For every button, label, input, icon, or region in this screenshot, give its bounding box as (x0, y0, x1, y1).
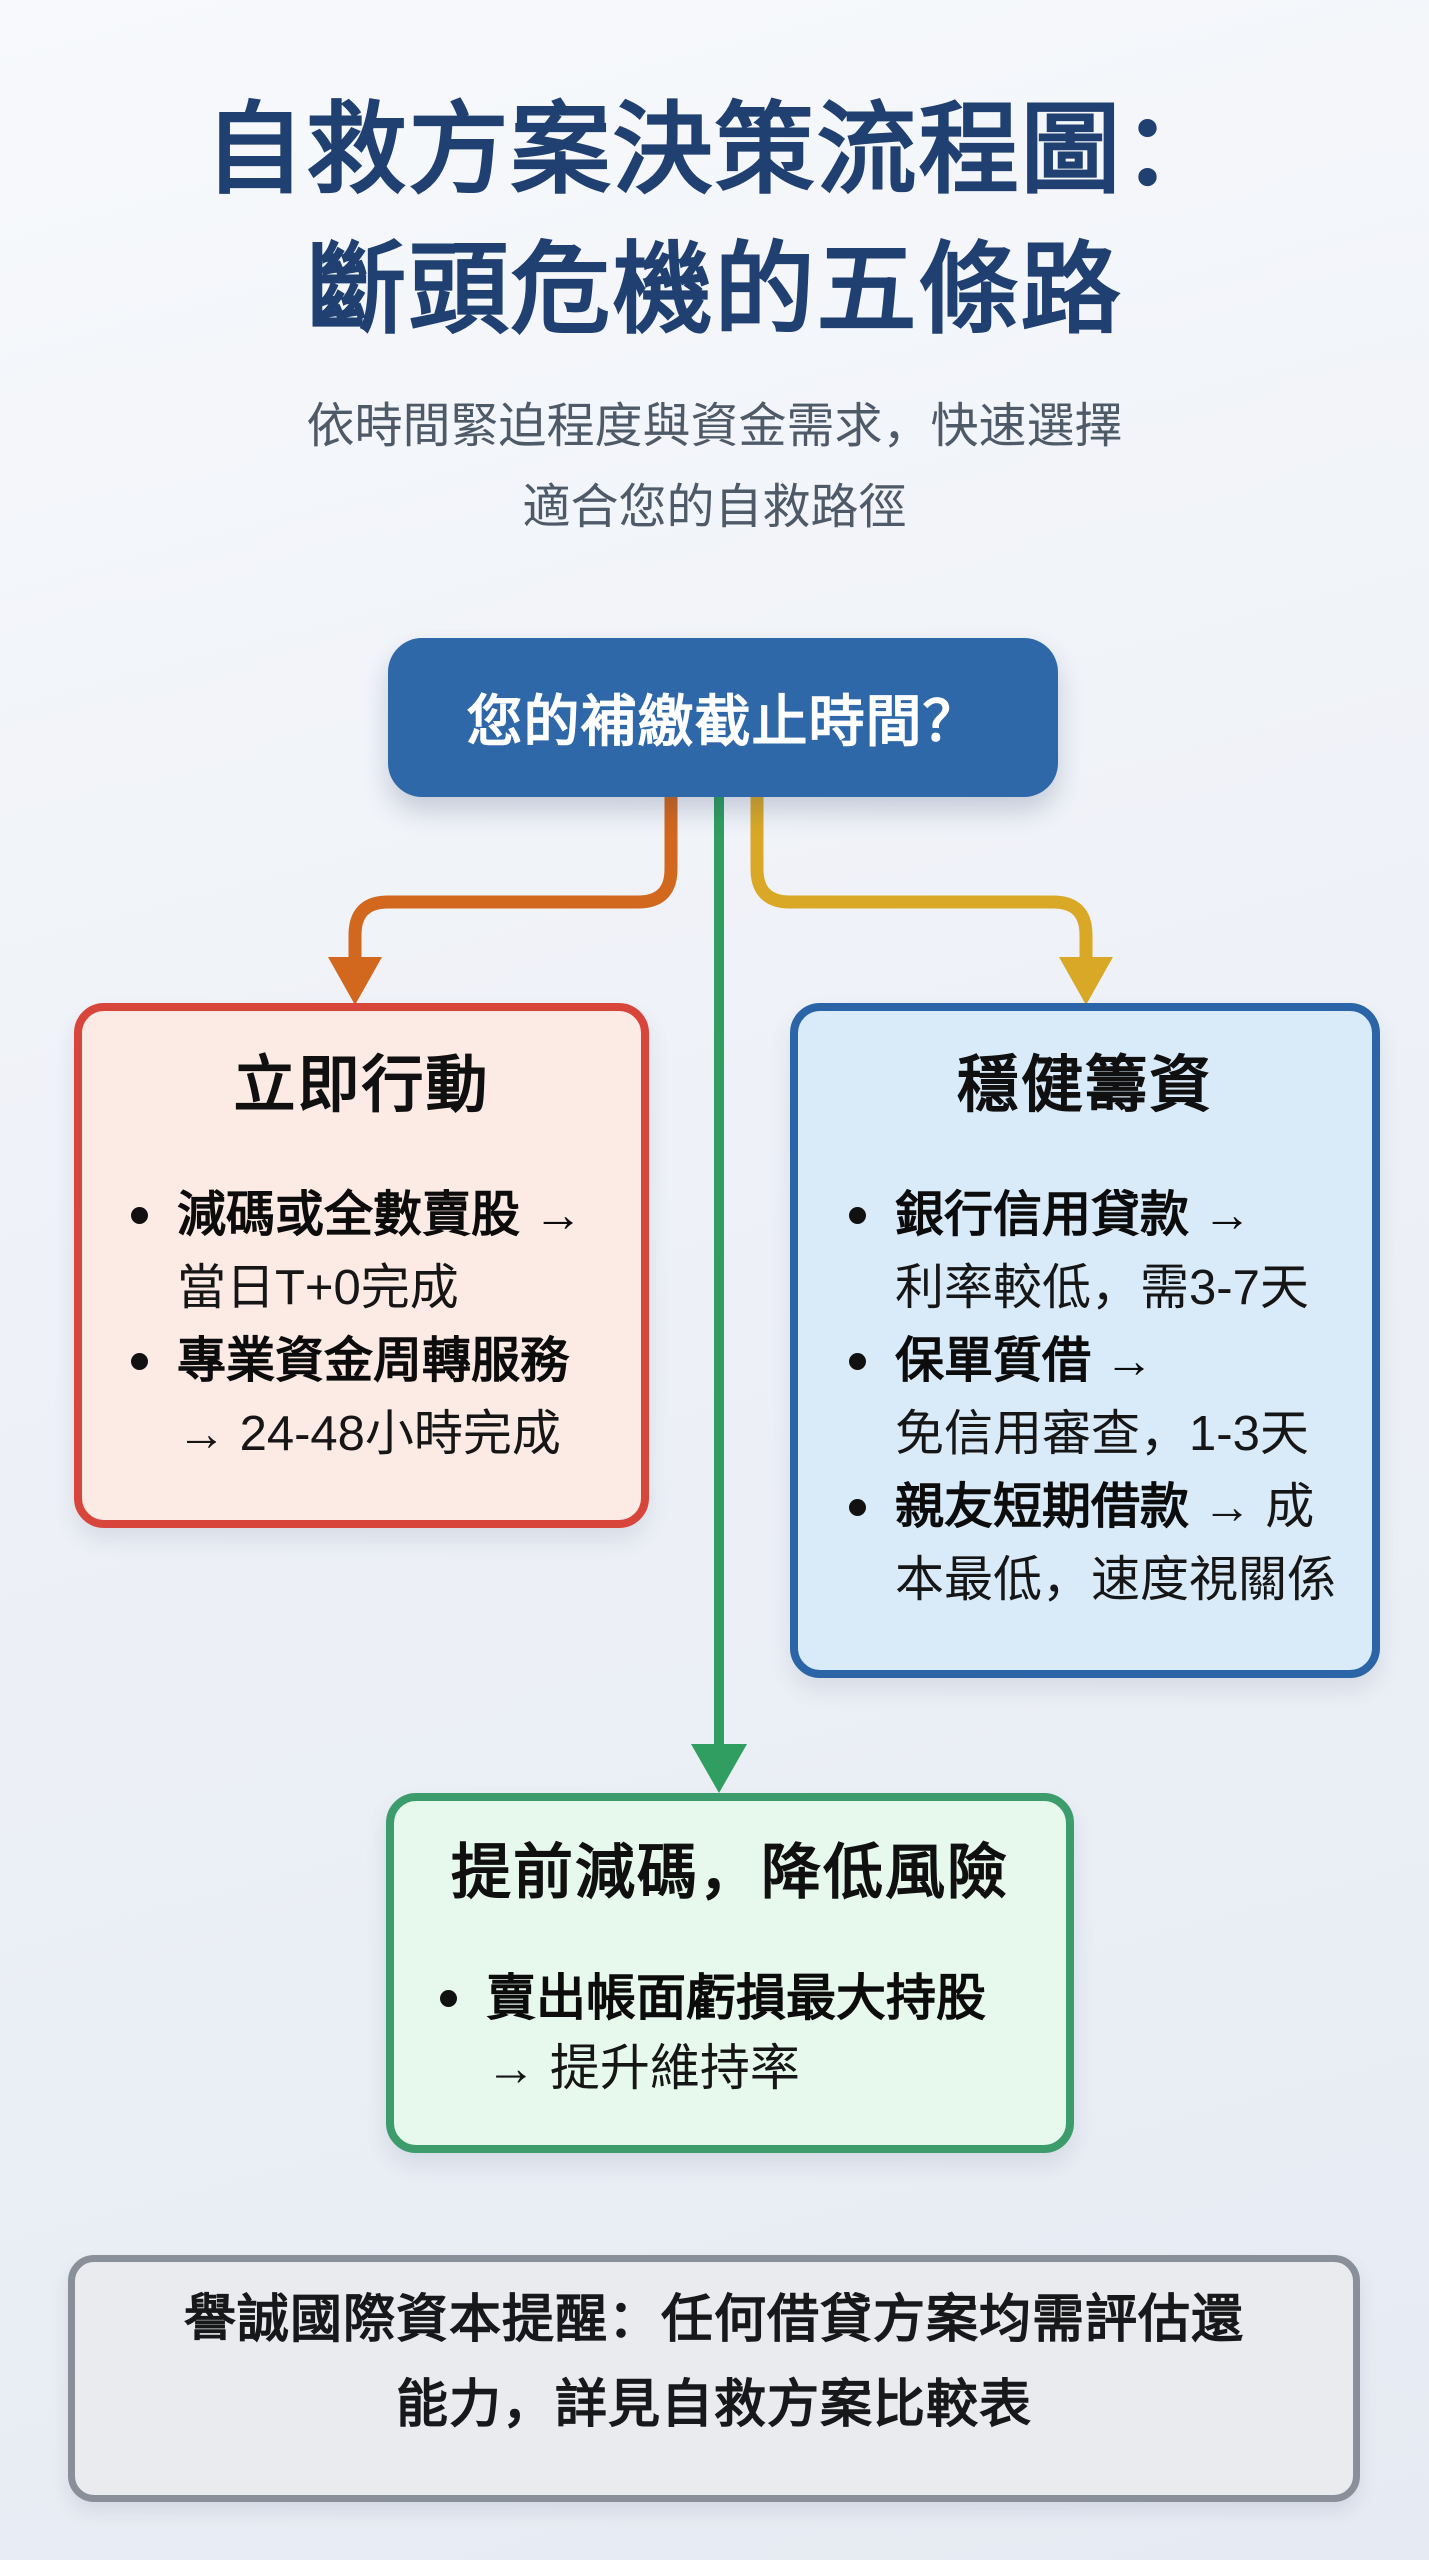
footer-line2: 能力，詳見自救方案比較表 (395, 2376, 1032, 2434)
page-subtitle-line2: 適合您的自救路徑 (522, 481, 907, 534)
list-item: 減碼或全數賣股 → 當日T+0完成 (131, 1179, 615, 1325)
branch-reduce-bullet-list: 賣出帳面虧損最大持股 → 提升維持率 (440, 1963, 1040, 2103)
bullet-lead: 銀行信用貸款 → (895, 1188, 1252, 1242)
connector-right-arrowhead-icon (1059, 957, 1113, 1005)
bullet-dot-icon (440, 1990, 457, 2007)
bullet-lead: 專業資金周轉服務 (177, 1334, 570, 1388)
branch-immediate-title: 立即行動 (233, 1051, 490, 1120)
list-item: 專業資金周轉服務 → 24-48小時完成 (131, 1325, 615, 1471)
decision-question: 您的補繳截止時間？ (466, 690, 980, 753)
bullet-continuation: 利率較低，需3-7天 (895, 1261, 1309, 1315)
footer-line1: 譽誠國際資本提醒：任何借貸方案均需評估還 (183, 2291, 1244, 2349)
connector-left-line (348, 790, 678, 957)
footer-disclaimer: 譽誠國際資本提醒：任何借貸方案均需評估還 能力，詳見自救方案比較表 (68, 2255, 1360, 2502)
bullet-dot-icon (131, 1353, 148, 1370)
connector-right-line (750, 790, 1093, 957)
list-item: 銀行信用貸款 → 利率較低，需3-7天 (849, 1179, 1346, 1325)
list-item: 親友短期借款 → 成 本最低，速度視關係 (849, 1471, 1346, 1617)
branch-steady-funding: 穩健籌資 銀行信用貸款 → 利率較低，需3-7天 保單質借 → 免信用審查，1-… (790, 1003, 1380, 1678)
bullet-continuation: 當日T+0完成 (177, 1261, 459, 1315)
branch-steady-bullet-list: 銀行信用貸款 → 利率較低，需3-7天 保單質借 → 免信用審查，1-3天 親友… (849, 1179, 1346, 1617)
page-subtitle: 依時間緊迫程度與資金需求，快速選擇 適合您的自救路徑 (0, 386, 1429, 548)
bullet-dot-icon (849, 1499, 866, 1516)
bullet-continuation: 免信用審查，1-3天 (895, 1407, 1309, 1461)
page-title-line2: 斷頭危機的五條路 (306, 234, 1123, 346)
bullet-continuation: → 24-48小時完成 (177, 1407, 561, 1461)
page-title-line1: 自救方案決策流程圖： (204, 94, 1225, 206)
branch-reduce-early: 提前減碼，降低風險 賣出帳面虧損最大持股 → 提升維持率 (386, 1793, 1074, 2153)
bullet-lead: 親友短期借款 (895, 1480, 1190, 1534)
bullet-lead: 保單質借 → (895, 1334, 1154, 1388)
page-title: 自救方案決策流程圖： 斷頭危機的五條路 (0, 80, 1429, 360)
decision-node: 您的補繳截止時間？ (388, 638, 1058, 797)
bullet-lead: 賣出帳面虧損最大持股 (486, 1970, 986, 2026)
bullet-dot-icon (849, 1353, 866, 1370)
list-item: 賣出帳面虧損最大持股 → 提升維持率 (440, 1963, 1040, 2103)
bullet-continuation: → 提升維持率 (486, 2040, 800, 2096)
bullet-continuation: 本最低，速度視關係 (895, 1553, 1337, 1607)
connector-middle-arrowhead-icon (691, 1744, 747, 1793)
list-item: 保單質借 → 免信用審查，1-3天 (849, 1325, 1346, 1471)
connector-left-arrowhead-icon (328, 957, 382, 1005)
bullet-lead: 減碼或全數賣股 → (177, 1188, 583, 1242)
page-subtitle-line1: 依時間緊迫程度與資金需求，快速選擇 (306, 400, 1123, 453)
branch-immediate-bullet-list: 減碼或全數賣股 → 當日T+0完成 專業資金周轉服務 → 24-48小時完成 (131, 1179, 615, 1471)
bullet-dot-icon (131, 1207, 148, 1224)
branch-immediate-action: 立即行動 減碼或全數賣股 → 當日T+0完成 專業資金周轉服務 → 24-48小… (74, 1003, 649, 1528)
branch-steady-title: 穩健籌資 (956, 1051, 1213, 1120)
bullet-dot-icon (849, 1207, 866, 1224)
branch-reduce-title: 提前減碼，降低風險 (451, 1839, 1009, 1906)
bullet-tail: → 成 (1189, 1480, 1315, 1534)
